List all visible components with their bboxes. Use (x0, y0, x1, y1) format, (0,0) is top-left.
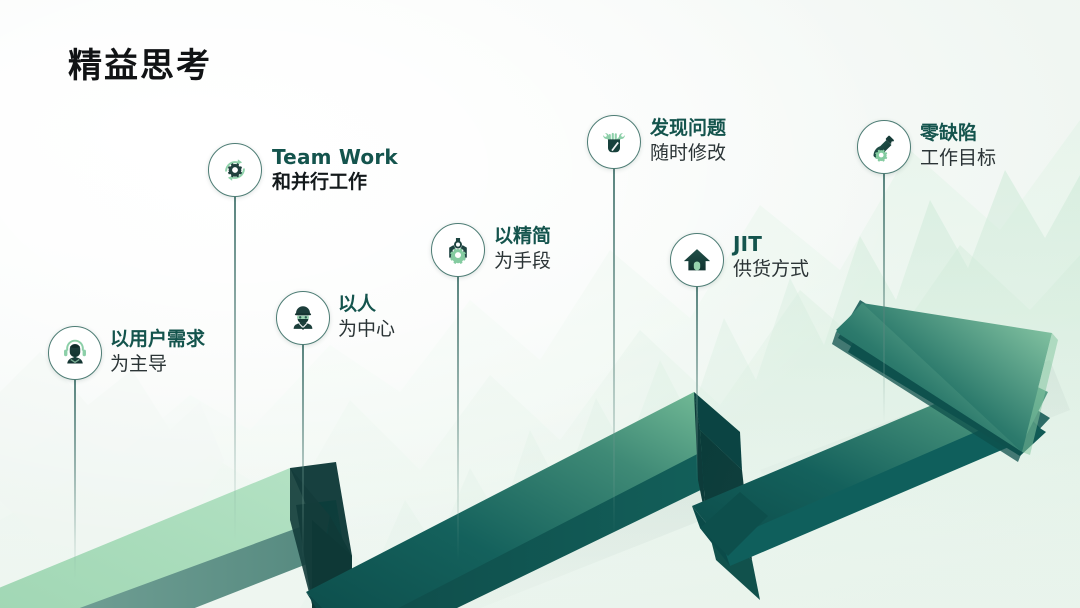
marker-label: 零缺陷工作目标 (920, 122, 996, 170)
pin-stem (234, 196, 236, 541)
hand-wrench-icon[interactable] (587, 115, 641, 169)
pin-stem (74, 379, 76, 579)
house-icon[interactable] (670, 233, 724, 287)
marker-label-secondary: 为中心 (338, 318, 396, 341)
marker-label-secondary: 为手段 (494, 250, 552, 273)
marker-label-secondary: 为主导 (110, 353, 168, 376)
marker-label-primary: 以精简 (494, 225, 552, 247)
marker-label-secondary: 工作目标 (920, 147, 997, 170)
marker-label-secondary: 和并行工作 (272, 171, 368, 194)
marker-label-secondary: 供货方式 (733, 258, 810, 281)
gripper-gear-icon[interactable] (857, 120, 911, 174)
marker-label-primary: 以用户需求 (110, 328, 206, 350)
marker-label-primary: 零缺陷 (920, 122, 978, 144)
gear-cycle-icon[interactable] (208, 143, 262, 197)
worker-person-icon[interactable] (276, 291, 330, 345)
pin-stem (457, 276, 459, 561)
pin-stem (696, 286, 698, 481)
marker-label: 以精简为手段 (494, 225, 551, 273)
pin-stem (883, 173, 885, 423)
marker-label: 发现问题随时修改 (650, 117, 726, 165)
page-title: 精益思考 (68, 46, 212, 86)
marker-label: 以人为中心 (338, 293, 395, 341)
headset-person-icon[interactable] (48, 326, 102, 380)
marker-label-secondary: 随时修改 (650, 142, 727, 165)
marker-label-primary: JIT (733, 232, 763, 256)
marker-label-primary: 以人 (338, 293, 377, 315)
marker-label-primary: Team Work (272, 145, 398, 169)
marker-label: 以用户需求为主导 (110, 328, 205, 376)
pin-stem (613, 168, 615, 538)
robot-arm-gear-icon[interactable] (431, 223, 485, 277)
marker-label-primary: 发现问题 (650, 117, 727, 139)
pin-stem (302, 344, 304, 559)
